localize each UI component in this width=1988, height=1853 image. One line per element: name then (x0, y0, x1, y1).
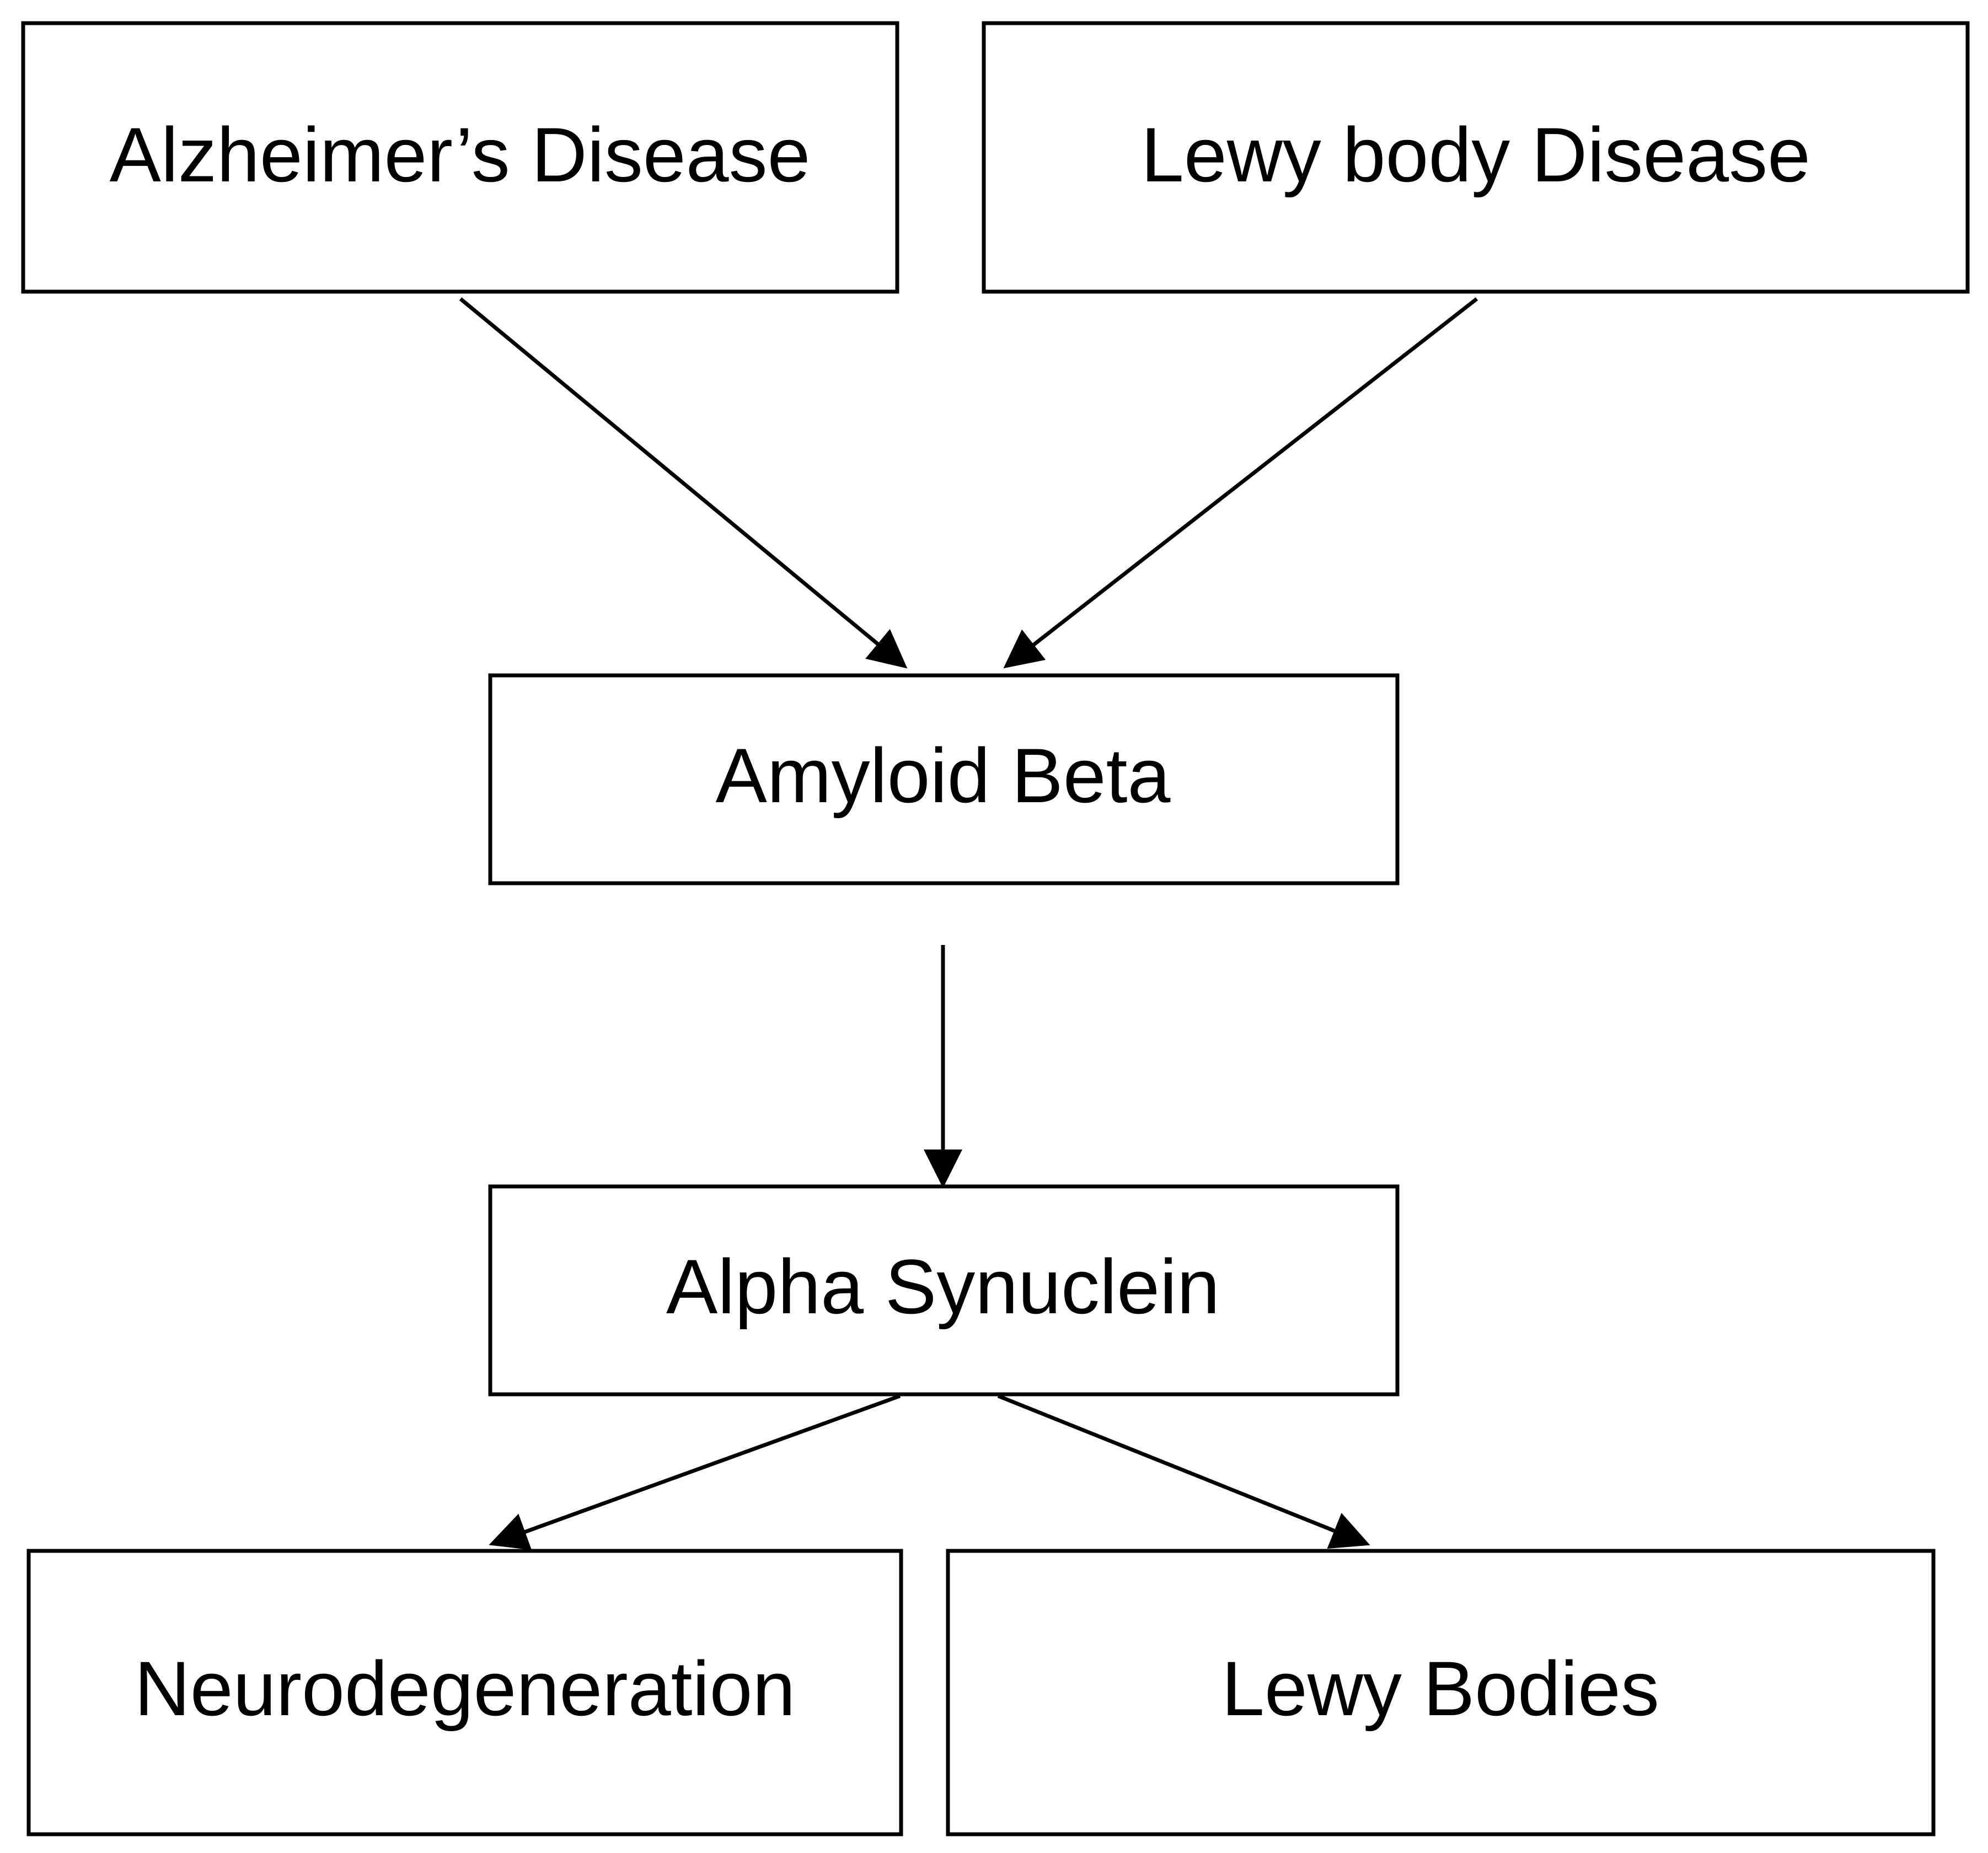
node-box (946, 1549, 1936, 1836)
node-label: Lewy body Disease (1141, 111, 1810, 198)
edge-alpha-synuclein-to-lewy-bodies (997, 1394, 1370, 1549)
node-neurodegeneration: Neurodegeneration (26, 1549, 903, 1836)
node-label: Alpha Synuclein (666, 1243, 1220, 1330)
node-box (21, 21, 899, 294)
node-label: Alzheimer’s Disease (110, 111, 811, 198)
edge-lewy-body-disease-to-amyloid-beta (1003, 297, 1478, 669)
edges (459, 297, 1478, 1550)
edge-alpha-synuclein-to-neurodegeneration (489, 1394, 901, 1550)
node-box (488, 673, 1400, 885)
node-box (488, 1184, 1400, 1397)
node-lewy-bodies: Lewy Bodies (946, 1549, 1936, 1836)
node-lewy-body-disease: Lewy body Disease (982, 21, 1970, 294)
node-alpha-synuclein: Alpha Synuclein (488, 1184, 1400, 1397)
node-label: Lewy Bodies (1221, 1645, 1659, 1732)
edge-alzheimers-to-amyloid-beta (459, 297, 908, 669)
node-box (982, 21, 1970, 294)
node-label: Amyloid Beta (716, 732, 1171, 819)
node-alzheimers-disease: Alzheimer’s Disease (21, 21, 899, 294)
node-label: Neurodegeneration (135, 1645, 796, 1732)
node-box (26, 1549, 903, 1836)
node-amyloid-beta: Amyloid Beta (488, 673, 1400, 885)
